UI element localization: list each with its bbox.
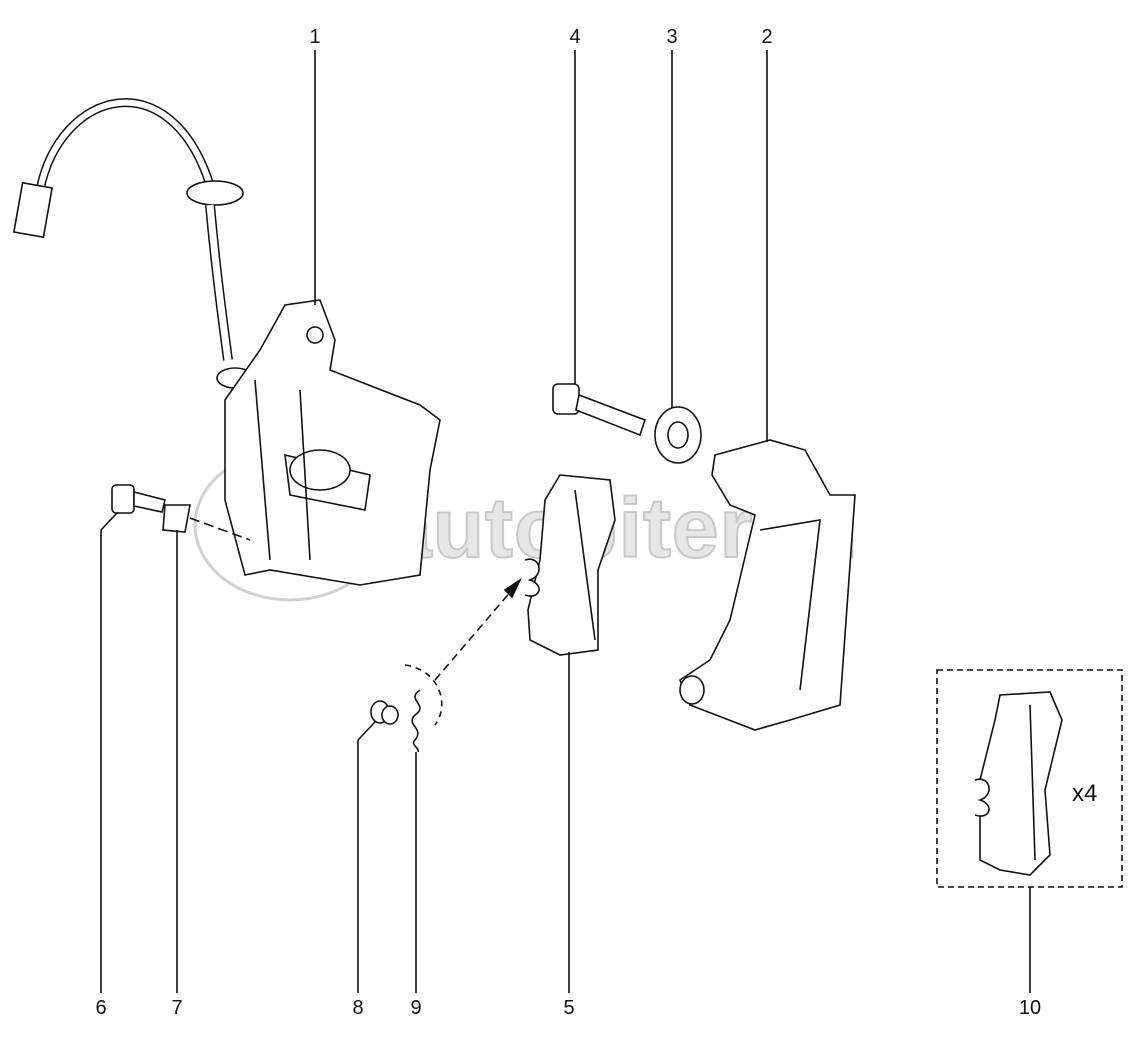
assembly-line-6: [189, 517, 251, 541]
callout-9: 9: [410, 997, 422, 1019]
caliper-bracket: [679, 439, 856, 731]
guide-pin-4: [552, 383, 647, 437]
brake-pad-kit-10: [974, 691, 1063, 876]
rivet-8: [370, 700, 399, 725]
kit-quantity: x4: [1072, 780, 1098, 807]
plate-7: [162, 504, 191, 533]
brake-pad-5: [524, 474, 616, 656]
brake-caliper: [224, 299, 441, 586]
arrow-head-icon: [503, 577, 522, 599]
brake-hose: [12, 98, 254, 389]
callout-6: 6: [95, 997, 107, 1019]
callout-10: 10: [1018, 997, 1042, 1019]
callout-2: 2: [761, 26, 773, 48]
callout-5: 5: [563, 997, 575, 1019]
bolt-6: [111, 484, 166, 514]
callout-7: 7: [171, 997, 183, 1019]
callout-1: 1: [309, 26, 321, 48]
callout-4: 4: [569, 26, 581, 48]
assembly-arrow-line: [434, 589, 513, 681]
detail-arc: [404, 664, 443, 726]
callout-3: 3: [666, 26, 678, 48]
callout-8: 8: [352, 997, 364, 1019]
leader-lines: [100, 50, 1031, 993]
boot-3: [654, 406, 702, 464]
spring-clip-9: [411, 689, 421, 753]
